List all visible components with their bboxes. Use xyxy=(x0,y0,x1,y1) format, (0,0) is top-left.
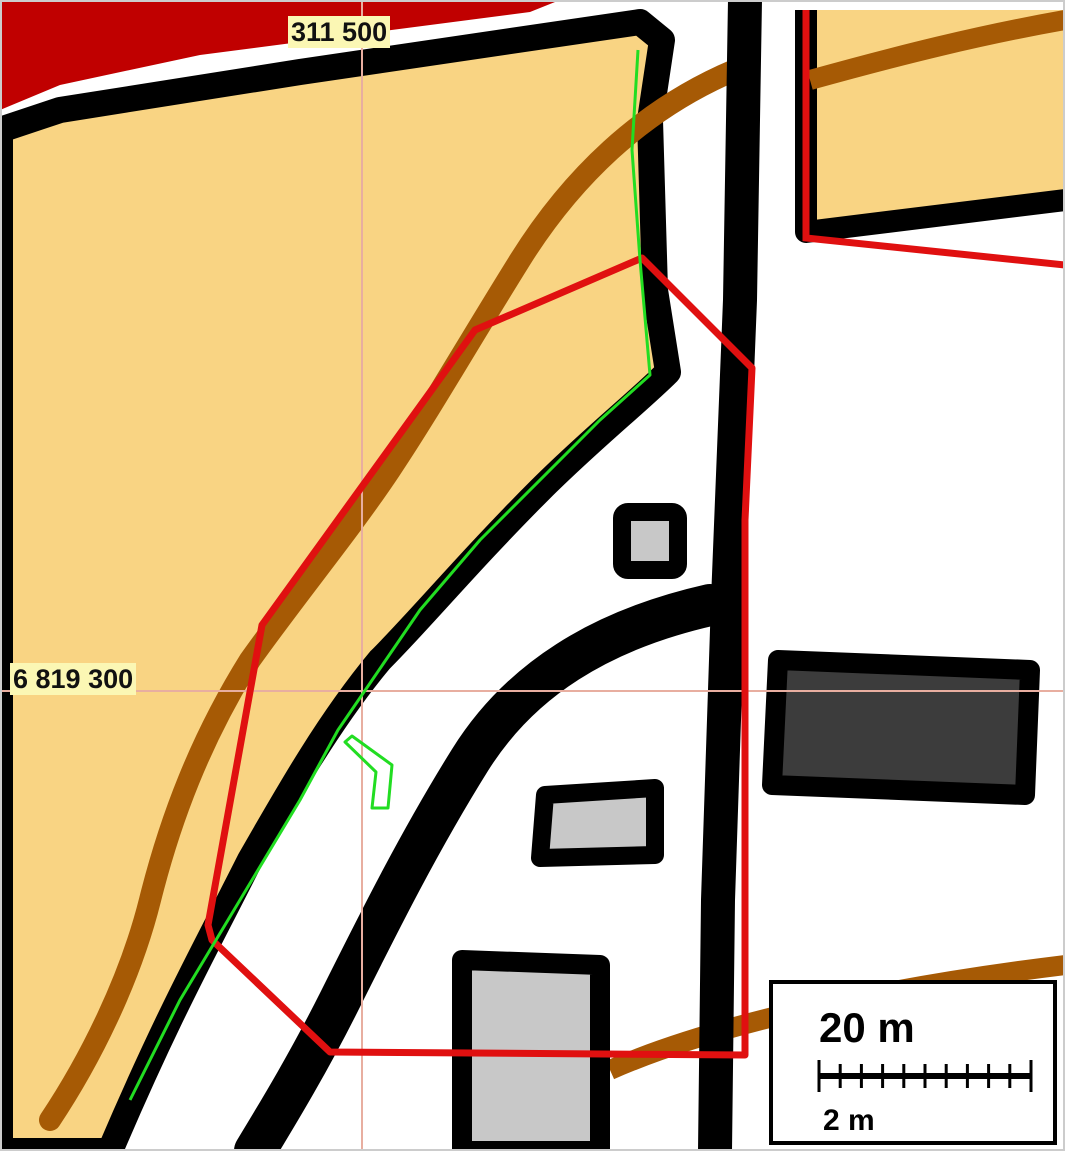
trace-line[interactable] xyxy=(128,49,652,1101)
boundary-northeast xyxy=(802,10,1065,269)
parcel-boundary[interactable] xyxy=(204,254,756,1059)
scale-legend: 20 m 2 m xyxy=(769,980,1057,1145)
trace-marker[interactable] xyxy=(343,734,394,810)
dark-red-area xyxy=(0,0,560,110)
scale-minor-label: 2 m xyxy=(823,1104,875,1137)
scale-major-label: 20 m xyxy=(819,1004,915,1051)
easting-coordinate-label: 311 500 xyxy=(288,16,391,48)
road-curved xyxy=(234,584,731,1151)
northing-coordinate-label: 6 819 300 xyxy=(10,663,137,695)
contour-line-northeast xyxy=(807,10,1065,90)
contour-line-west xyxy=(39,59,746,1131)
scale-bar-icon xyxy=(817,1060,1033,1092)
building-small-north xyxy=(613,503,687,579)
building-dark-east xyxy=(762,650,1040,805)
building-light-middle xyxy=(531,779,664,867)
